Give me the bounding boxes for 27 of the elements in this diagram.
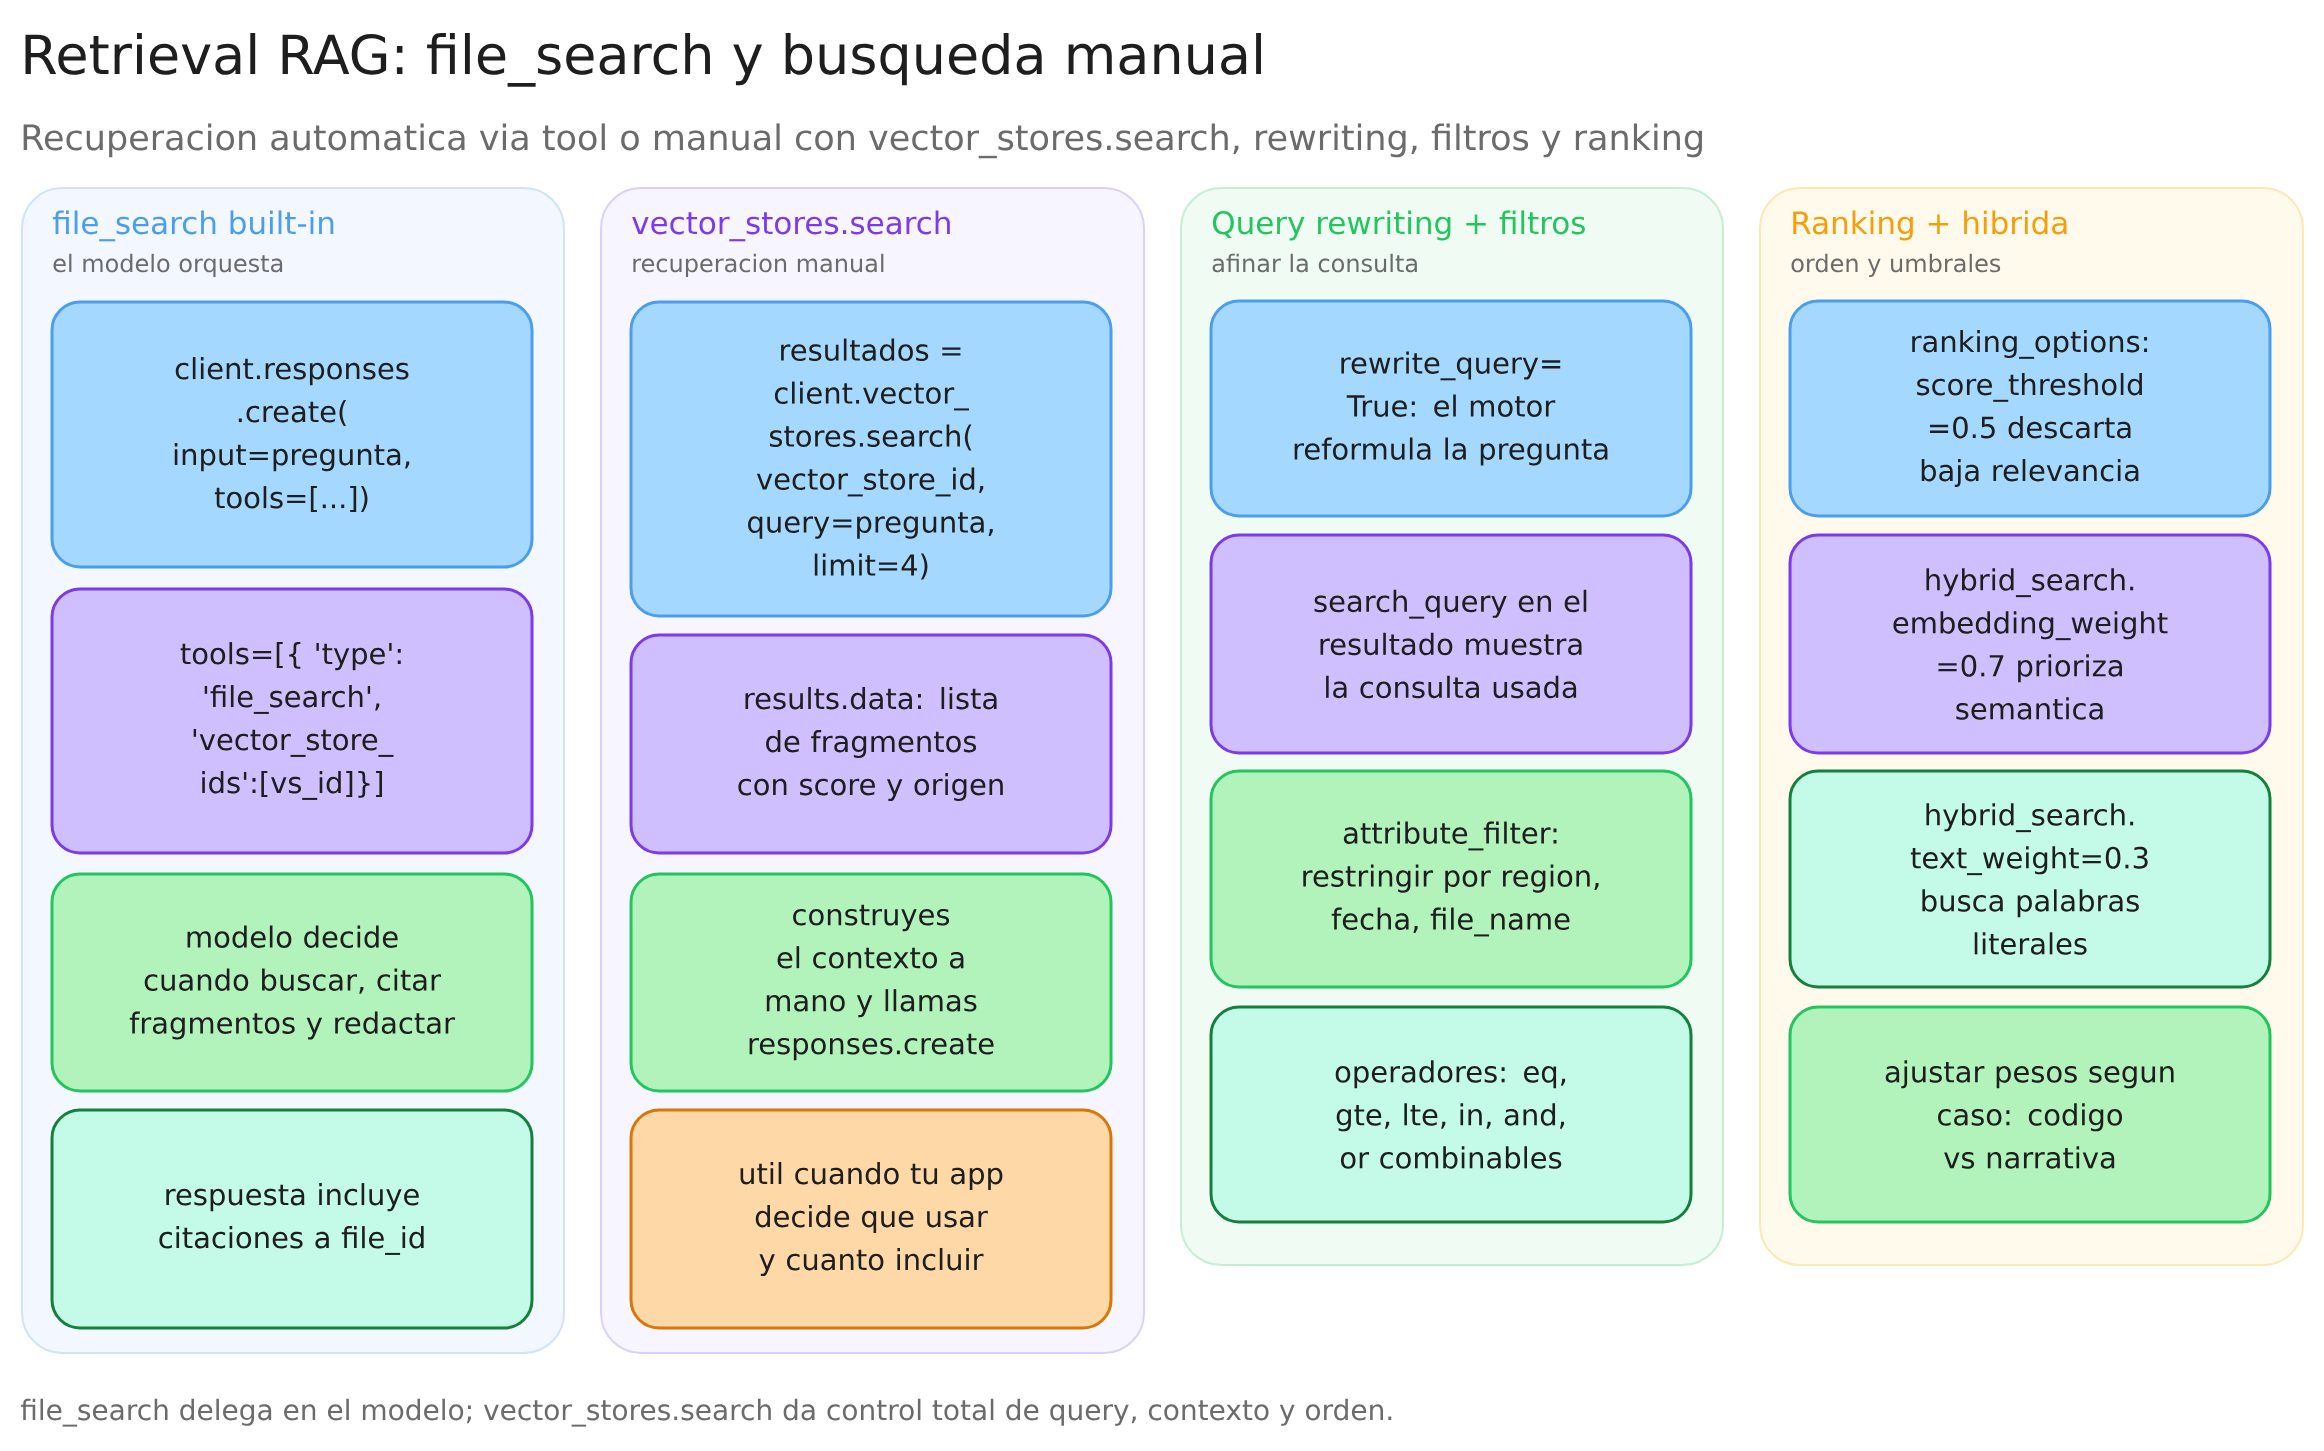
info-box: hybrid_search. embedding_weight =0.7 prioriza semantica xyxy=(1788,533,2272,755)
info-box: respuesta incluye citaciones a file_id xyxy=(50,1108,534,1330)
panel-heading: Query rewriting + filtros xyxy=(1212,210,1585,241)
panel-subtitle: orden y umbrales xyxy=(1791,253,2001,277)
info-box: attribute_filter: restringir por region, fecha, file_name xyxy=(1209,769,1693,989)
info-box: operadores: eq, gte, lte, in, and, or combinables xyxy=(1209,1005,1693,1224)
panel-heading: Ranking + hibrida xyxy=(1793,210,2067,241)
info-box: modelo decide cuando buscar, citar fragmentos y redactar xyxy=(50,872,534,1093)
info-box: hybrid_search. text_weight=0.3 busca palabras literales xyxy=(1788,769,2272,989)
info-box: search_query en el resultado muestra la consulta usada xyxy=(1209,533,1693,755)
info-box: resultados = client.vector_ stores.search( vector_store_id, query=pregunta, limit=4) xyxy=(629,300,1113,618)
info-box: ajustar pesos segun caso: codigo vs narrativa xyxy=(1788,1005,2272,1224)
info-box: client.responses .create( input=pregunta, tools=[...]) xyxy=(50,300,534,569)
panel-subtitle: afinar la consulta xyxy=(1212,253,1417,273)
diagram-subtitle: Recuperacion automatica via tool o manual con vector_stores.search, rewriting, filtros y ranking xyxy=(23,123,1702,159)
panel-subtitle: el modelo orquesta xyxy=(53,253,283,277)
info-box: results.data: lista de fragmentos con score y origen xyxy=(629,633,1113,855)
footnote: file_search delega en el modelo; vector_stores.search da control total de query, contexto y orden. xyxy=(20,1398,1392,1427)
info-box: rewrite_query= True: el motor reformula la pregunta xyxy=(1209,299,1693,518)
info-box: tools=[{ 'type': 'file_search', 'vector_store_ ids':[vs_id]}] xyxy=(50,587,534,855)
info-box: ranking_options: score_threshold =0.5 descarta baja relevancia xyxy=(1788,299,2272,518)
info-box: util cuando tu app decide que usar y cuanto incluir xyxy=(629,1108,1113,1330)
panel-heading: vector_stores.search xyxy=(632,210,950,242)
info-box: construyes el contexto a mano y llamas responses.create xyxy=(629,872,1113,1093)
panel-heading: file_search built-in xyxy=(52,210,334,242)
diagram-title: Retrieval RAG: file_search y busqueda manual xyxy=(25,32,1261,87)
panel-subtitle: recuperacion manual xyxy=(633,253,884,277)
